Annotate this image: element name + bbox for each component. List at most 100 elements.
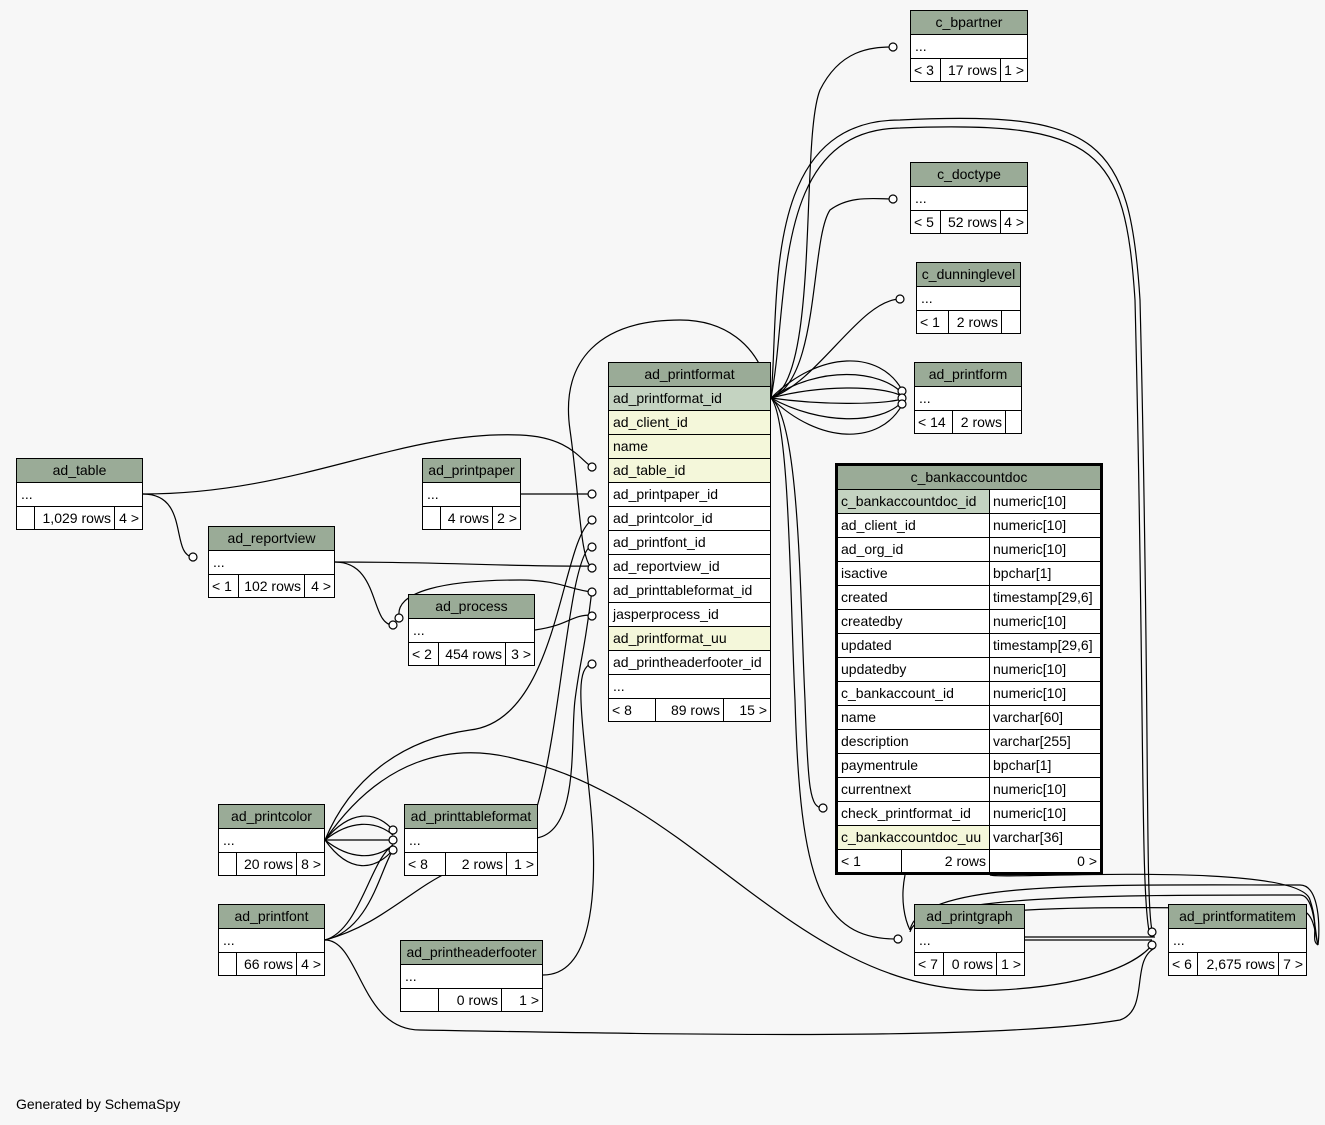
children-count[interactable]	[1002, 311, 1020, 333]
table-ad-printform[interactable]: ad_printform ... < 14 2 rows	[914, 362, 1022, 434]
table-ad-printformatitem[interactable]: ad_printformatitem ... < 6 2,675 rows 7 …	[1168, 904, 1307, 976]
table-ad-printformat[interactable]: ad_printformat ad_printformat_id ad_clie…	[608, 362, 771, 722]
table-title: ad_printfont	[219, 905, 324, 929]
table-title: ad_printtableformat	[405, 805, 537, 829]
parents-count[interactable]: < 1	[838, 850, 902, 872]
table-ad-process[interactable]: ad_process ... < 2 454 rows 3 >	[408, 594, 535, 666]
parents-count[interactable]: < 8	[609, 699, 656, 721]
parents-count[interactable]: < 7	[915, 953, 944, 975]
edge-endpoint-icon	[888, 194, 898, 204]
column-name: isactive	[838, 562, 990, 585]
row-count: 454 rows	[439, 643, 506, 665]
table-ad-printpaper[interactable]: ad_printpaper ... 4 rows 2 >	[422, 458, 521, 530]
parents-count[interactable]	[219, 953, 237, 975]
column-type: numeric[10]	[993, 781, 1067, 797]
edge-endpoint-icon	[888, 42, 898, 52]
parents-count[interactable]: < 2	[409, 643, 439, 665]
row-count: 2,675 rows	[1198, 953, 1279, 975]
children-count[interactable]: 4 >	[311, 578, 331, 594]
table-ad-printcolor[interactable]: ad_printcolor ... 20 rows 8 >	[218, 804, 325, 876]
row-count: 2 rows	[446, 853, 507, 875]
table-row: ...	[409, 619, 534, 643]
children-count[interactable]: 2 >	[497, 510, 517, 526]
edge-printfont-ptf-1	[324, 844, 394, 941]
column-row: ad_printformat_id	[609, 387, 770, 411]
table-ad-printgraph[interactable]: ad_printgraph ... < 7 0 rows 1 >	[914, 904, 1025, 976]
row-count: 2 rows	[953, 411, 1006, 433]
edge-table-reportview	[142, 493, 194, 558]
children-count[interactable]: 4 >	[119, 510, 139, 526]
column-type: numeric[10]	[993, 517, 1067, 533]
edge-endpoint-icon	[895, 294, 905, 304]
parents-count[interactable]	[423, 507, 441, 529]
children-count[interactable]: 3 >	[511, 646, 531, 662]
parents-count[interactable]: < 1	[917, 311, 949, 333]
parents-count[interactable]	[219, 853, 237, 875]
column-name: ad_client_id	[838, 514, 990, 537]
children-count[interactable]: 0 >	[1077, 853, 1097, 869]
column-row: ad_reportview_id	[609, 555, 770, 579]
row-count: 17 rows	[941, 59, 1001, 81]
edge-endpoint-icon	[587, 489, 597, 499]
table-c-dunninglevel[interactable]: c_dunninglevel ... < 1 2 rows	[916, 262, 1021, 334]
parents-count[interactable]: < 5	[911, 211, 941, 233]
parents-count[interactable]	[401, 989, 439, 1011]
column-name: paymentrule	[838, 754, 990, 777]
row-count: 0 rows	[944, 953, 997, 975]
children-count[interactable]: 7 >	[1283, 956, 1303, 972]
children-count[interactable]: 8 >	[301, 856, 321, 872]
table-c-doctype[interactable]: c_doctype ... < 5 52 rows 4 >	[910, 162, 1028, 234]
table-ad-table[interactable]: ad_table ... 1,029 rows 4 >	[16, 458, 143, 530]
children-count[interactable]: 1 >	[519, 992, 539, 1008]
table-ad-printfont[interactable]: ad_printfont ... 66 rows 4 >	[218, 904, 325, 976]
column-row: ...	[609, 675, 770, 699]
children-count[interactable]	[1006, 411, 1021, 433]
table-c-bpartner[interactable]: c_bpartner ... < 3 17 rows 1 >	[910, 10, 1028, 82]
table-row: ...	[1169, 929, 1306, 953]
row-count: 89 rows	[656, 699, 724, 721]
table-ad-printheaderfooter[interactable]: ad_printheaderfooter ... 0 rows 1 >	[400, 940, 543, 1012]
edge-endpoint-icon	[388, 825, 398, 835]
children-count[interactable]: 4 >	[301, 956, 321, 972]
table-title: ad_printheaderfooter	[401, 941, 542, 965]
edge-printcolor-printformatitem	[324, 752, 1153, 991]
generated-by-label: Generated by SchemaSpy	[16, 1096, 181, 1112]
parents-count[interactable]: < 1	[209, 575, 239, 597]
row-count: 1,029 rows	[35, 507, 115, 529]
parents-count[interactable]: < 6	[1169, 953, 1198, 975]
children-count[interactable]: 1 >	[1001, 956, 1021, 972]
edge-printformat-dunninglevel	[770, 298, 901, 399]
parents-count[interactable]: < 14	[915, 411, 953, 433]
children-count[interactable]: 15 >	[739, 702, 767, 718]
edge-phf-printformat	[542, 662, 595, 976]
column-type: bpchar[1]	[993, 565, 1052, 581]
table-row: ...	[219, 829, 324, 853]
column-type: varchar[36]	[993, 829, 1064, 845]
parents-count[interactable]	[17, 507, 35, 529]
parents-count[interactable]: < 3	[911, 59, 941, 81]
edge-endpoint-icon	[388, 845, 398, 855]
edge-endpoint-icon	[587, 611, 597, 621]
edge-printcolor-printformat	[324, 519, 593, 841]
parents-count[interactable]: < 8	[405, 853, 446, 875]
column-type: varchar[60]	[993, 709, 1064, 725]
table-ad-printtableformat[interactable]: ad_printtableformat ... < 8 2 rows 1 >	[404, 804, 538, 876]
column-row: ad_table_id	[609, 459, 770, 483]
column-row: ad_client_id	[609, 411, 770, 435]
table-title: c_doctype	[911, 163, 1027, 187]
edge-printformat-bankaccountdoc	[770, 397, 824, 809]
column-row: jasperprocess_id	[609, 603, 770, 627]
edge-endpoint-icon	[587, 462, 597, 472]
children-count[interactable]: 1 >	[1004, 62, 1024, 78]
row-count: 0 rows	[439, 989, 502, 1011]
table-title: ad_printpaper	[423, 459, 520, 483]
children-count[interactable]: 4 >	[1004, 214, 1024, 230]
children-count[interactable]: 1 >	[514, 856, 534, 872]
table-ad-reportview[interactable]: ad_reportview ... < 1 102 rows 4 >	[208, 526, 335, 598]
